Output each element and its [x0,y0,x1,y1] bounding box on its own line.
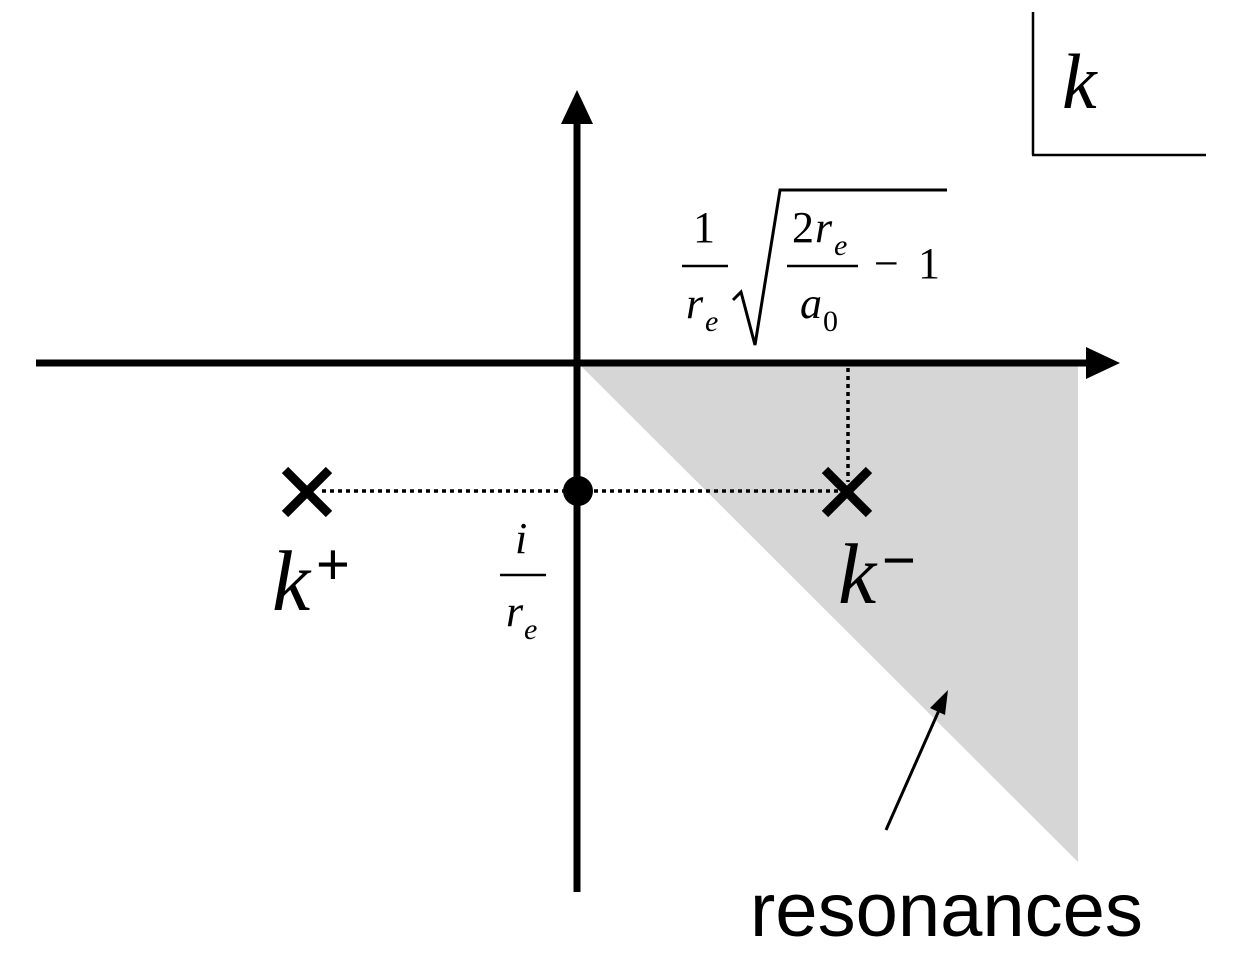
bound-point-denominator-sub: e [524,613,537,646]
bound-point-label: i r e [500,514,546,646]
formula-prefactor-numerator: 1 [693,203,715,252]
plane-label: k [1062,38,1098,125]
real-axis-arrowhead [1086,347,1120,379]
bound-point-marker [563,476,593,506]
formula-radicand-numerator-coeff: 2 [792,203,814,252]
pole-marker-k-plus [281,466,333,518]
pole-label-k-minus: k [838,526,878,622]
bound-point-numerator: i [515,514,527,563]
bound-point-denominator: r [506,587,524,636]
formula-radicand-numerator-sub: e [834,229,847,262]
formula-minus: − [874,239,899,288]
imaginary-axis-arrowhead [561,90,593,124]
resonance-pointer-line [884,707,942,831]
resonance-region-label: resonances [750,868,1143,953]
pole-label-k-minus-sup: − [882,528,916,593]
resonance-region [578,363,1078,862]
formula-one: 1 [918,239,940,288]
formula-prefactor-denominator: r [686,279,704,328]
formula-radicand-denominator-base: a [800,279,822,328]
pole-label-k-plus: k [272,533,312,629]
formula-radical-sign [731,188,947,346]
resonance-pointer-arrowhead [930,690,948,715]
resonance-position-formula: 1 r e 2 r e a 0 − 1 [682,188,947,346]
pole-label-k-plus-sup: + [316,532,350,597]
pole-marker-k-minus [821,466,873,518]
formula-radicand-denominator-sub: 0 [823,305,838,338]
formula-radicand-numerator-base: r [815,203,833,252]
formula-prefactor-denominator-sub: e [705,305,718,338]
